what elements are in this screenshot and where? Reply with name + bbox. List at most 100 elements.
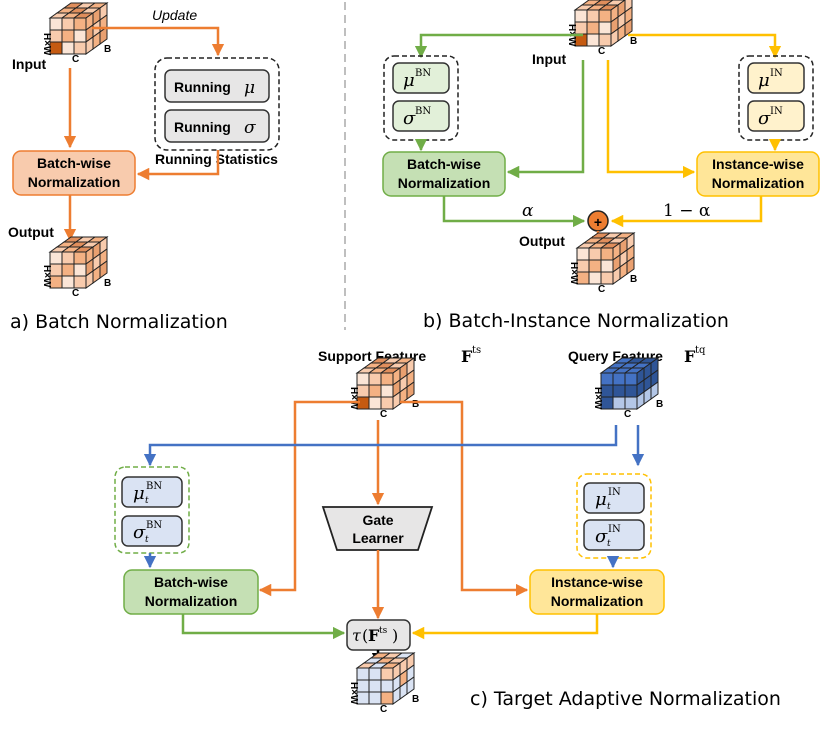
sigma-in-symbol: σ [758,108,771,129]
sub-t: t [607,539,611,549]
inst-line1: Instance-wise [712,156,804,172]
mu-t-bn-box [121,476,183,508]
input-to-bn-stats-arrow [414,33,583,59]
cube-cell [588,271,602,285]
one-minus-alpha-label: 1 − α [663,201,711,221]
cube-cell [73,17,87,31]
sigma-in-box [747,100,805,132]
c-label: C [380,409,387,420]
cube-cell [380,667,394,681]
cube-cell [406,381,415,400]
cube-cell [380,372,394,386]
cube-cell [586,9,600,23]
mu-bn-symbol: μ [403,70,415,91]
instancewise-to-sum-arrow [610,196,763,228]
gate-learner-box [321,506,434,551]
input-to-in-stats-arrow [628,33,782,59]
panel-a: H×W C B Input Update Running μ Running σ… [8,2,280,333]
sub-t: t [607,502,611,512]
instancewise-norm-box-b [696,151,820,197]
cube-cell [600,372,614,386]
bn-sup: BN [415,106,431,117]
inst-line2: Normalization [551,593,644,609]
c-label: C [72,288,79,299]
gate-line2: Learner [352,530,404,546]
cube-cell [73,275,87,289]
update-arrow [92,26,225,57]
caption-b: b) Batch-Instance Normalization [423,310,729,332]
b-label: B [630,274,637,285]
cube-cell [598,9,612,23]
in-sup: IN [770,106,783,117]
cube-cell [356,372,370,386]
mu-t-in-symbol: μ [595,489,607,510]
in-sup: IN [608,487,621,498]
cube-cell [61,29,75,43]
support-sup: ts [472,345,481,356]
b-label: B [104,44,111,55]
query-sup: tq [695,345,706,356]
cube-cell [624,396,638,410]
sigma-t-in-symbol: σ [595,526,608,547]
cube-cell [600,271,614,285]
cube-cell [73,41,87,55]
cube-cell [73,263,87,277]
sigma-t-bn-symbol: σ [133,522,146,543]
support-to-instancewise-arrow [400,400,529,597]
hw-label: H×W [41,265,52,288]
cube-cell [368,679,382,693]
cube-cell [600,259,614,273]
c-label: C [624,409,631,420]
tau-F: F [368,626,380,645]
sigma-t-bn-box [121,515,183,547]
input-label: Input [532,51,567,67]
sigma-bn-box [392,100,450,132]
cube-cell [406,676,415,695]
input-to-batchwise-arrow [506,60,585,179]
inst-line2: Normalization [712,175,805,191]
batchwise-norm-box-a [12,150,136,196]
cube-cell [650,381,659,400]
cube-cell [61,251,75,265]
batch-line1: Batch-wise [407,156,481,172]
bn-sup: BN [415,68,431,79]
mu-bn-box [392,62,450,94]
batch-line1: Batch-wise [154,574,228,590]
cube-cell [61,275,75,289]
cube-cell [598,21,612,35]
cube-cell [598,33,612,47]
cube-cell [73,251,87,265]
cube-cell [61,263,75,277]
sub-t: t [145,496,149,506]
cube-cell [380,691,394,705]
cube-cell [380,679,394,693]
panel-c: Support Feature F ts Query Feature F tq … [114,345,781,715]
mu-t-bn-symbol: μ [133,483,145,504]
tau-sup: ts [379,626,388,636]
sigma-symbol: σ [244,118,256,138]
paren-open: ( [362,626,368,645]
tau-symbol: τ [352,626,362,645]
cube-cell [576,247,590,261]
alpha-label: α [522,201,534,221]
cube-cell [580,0,602,6]
output-label: Output [8,224,54,240]
running-stats-container [154,57,280,151]
cube-cell [626,256,635,275]
cube-cell [612,384,626,398]
support-cube: H×W C B [348,357,419,420]
hw-label: H×W [348,387,359,410]
cube-cell [600,247,614,261]
sigma-t-in-box [583,519,645,551]
cube-cell [592,0,614,6]
cube-cell [380,384,394,398]
cube-cell [368,667,382,681]
cube-cell [49,17,63,31]
b-label: B [104,278,111,289]
panel-b: H×W C B Input μ BN σ BN μ IN σ IN Batch-… [382,0,820,332]
cube-cell [586,33,600,47]
query-cube: H×W C B [592,357,663,420]
b-label: B [656,399,663,410]
output-cube-a: H×W C B [41,236,111,299]
mu-t-in-box [583,482,645,514]
